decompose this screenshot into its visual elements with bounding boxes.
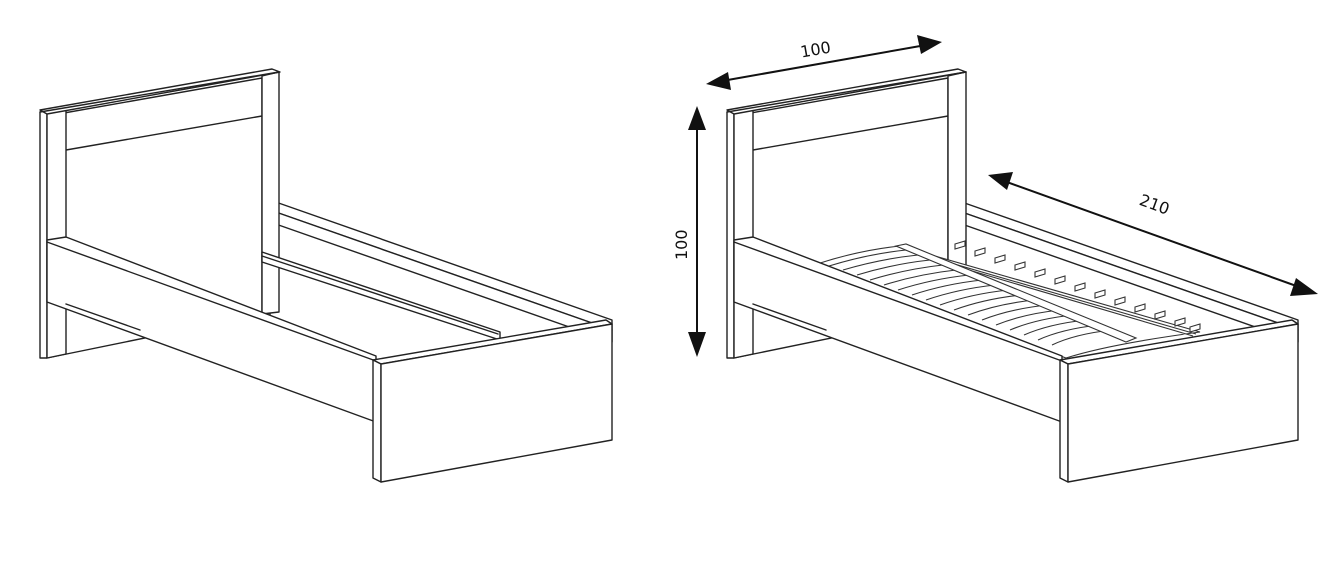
height-dimension: 100 bbox=[672, 106, 706, 357]
slat-base bbox=[815, 240, 1201, 359]
bed-frame-right bbox=[726, 68, 1299, 483]
footboard-right bbox=[1059, 319, 1299, 483]
bed-frame-left bbox=[39, 68, 613, 483]
footboard-left bbox=[372, 319, 613, 483]
width-dimension-label: 100 bbox=[799, 38, 832, 62]
length-dimension: 210 bbox=[988, 172, 1318, 296]
length-dimension-label: 210 bbox=[1137, 190, 1172, 218]
height-dimension-label: 100 bbox=[672, 229, 691, 260]
